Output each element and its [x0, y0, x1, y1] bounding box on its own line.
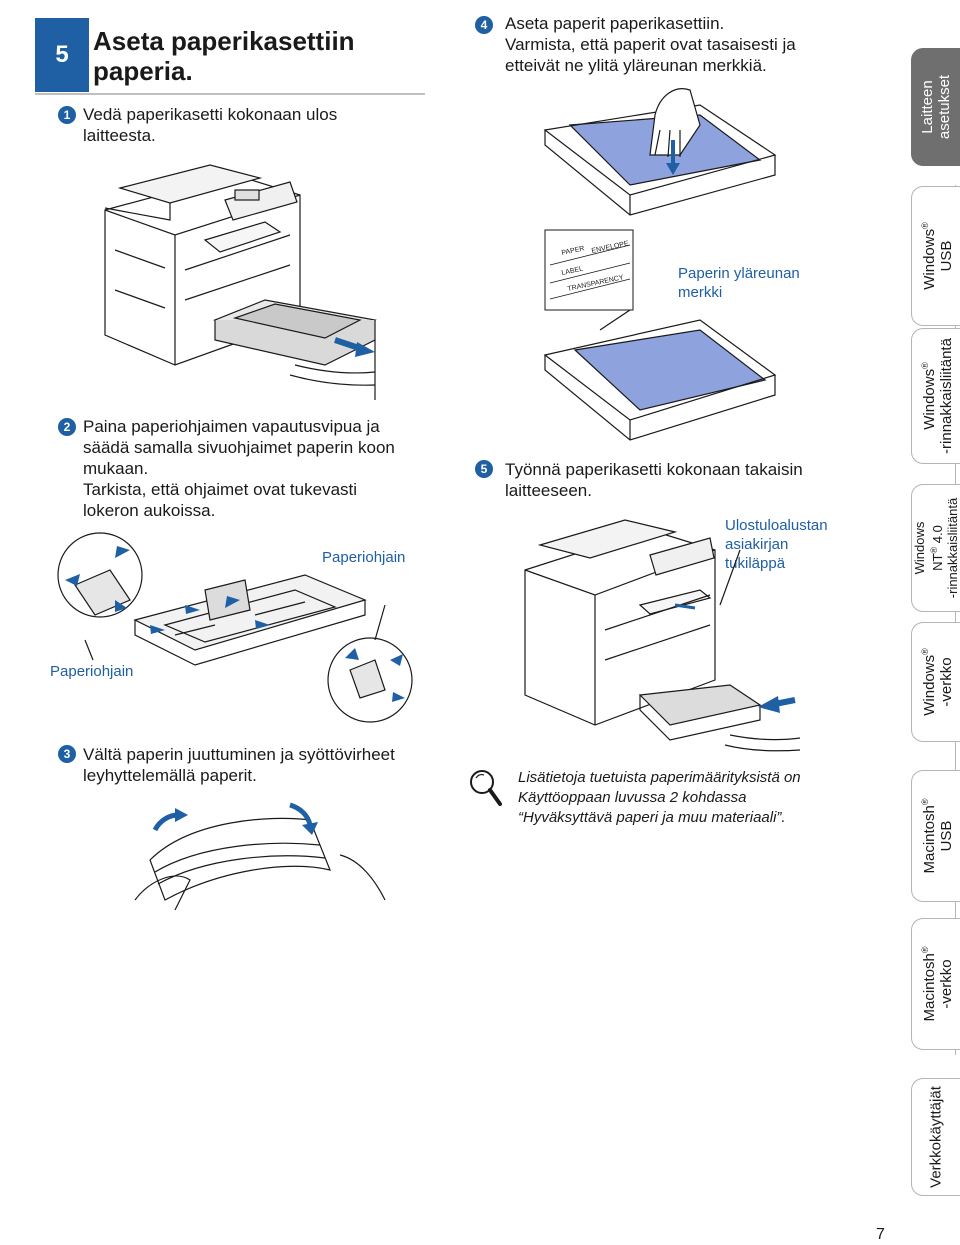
- substep-4-text: Aseta paperit paperikasettiin. Varmista,…: [505, 14, 796, 75]
- substep-5-text: Työnnä paperikasetti kokonaan takaisin l…: [505, 460, 803, 500]
- label-top-mark: Paperin yläreunan merkki: [678, 265, 800, 301]
- step-number-badge: 5: [35, 18, 89, 92]
- tab-macintosh-usb[interactable]: Macintosh® USB: [911, 770, 960, 902]
- filled-tray-illustration: [543, 309, 777, 441]
- substep-4-badge: 4: [475, 16, 493, 34]
- tab-macintosh-network[interactable]: Macintosh® -verkko: [911, 918, 960, 1050]
- label-paper-guide-left: Paperiohjain: [50, 663, 134, 680]
- substep-1-badge: 1: [58, 106, 76, 124]
- label-paper-guide-right: Paperiohjain: [322, 549, 406, 566]
- tray-mark-label: LABEL: [561, 266, 584, 277]
- label-output-support-flap: Ulostuloalustan asiakirjan tukiläppä: [725, 517, 828, 572]
- printer-push-tray-illustration: [524, 519, 801, 752]
- load-paper-illustration: [543, 88, 777, 216]
- tab-windows-network[interactable]: Windows® -verkko: [911, 622, 960, 742]
- substep-1-text: Vedä paperikasetti kokonaan ulos laittee…: [83, 105, 338, 145]
- tray-guides-illustration: [57, 532, 413, 723]
- substep-3-text: Vältä paperin juuttuminen ja syöttövirhe…: [83, 745, 395, 785]
- step-title-line2: paperia.: [93, 56, 193, 86]
- tray-mark-paper: PAPER: [561, 245, 585, 257]
- substep-2-text: Paina paperiohjaimen vapautusvipua ja sä…: [83, 417, 395, 520]
- step-title-line1: Aseta paperikasettiin: [93, 26, 355, 56]
- tab-windows-usb[interactable]: Windows® USB: [911, 186, 960, 326]
- tab-windows-parallel[interactable]: Windows® -rinnakkaisliitäntä: [911, 328, 960, 464]
- printer-pull-tray-illustration: [104, 164, 377, 400]
- tab-network-users[interactable]: Verkkokäyttäjät: [911, 1078, 960, 1196]
- step-number: 5: [55, 41, 69, 68]
- tab-windows-nt-parallel[interactable]: Windows NT® 4.0 -rinnakkaisliitäntä: [911, 484, 960, 612]
- note-text: Lisätietoja tuetuista paperimäärityksist…: [518, 769, 801, 826]
- substep-3-badge: 3: [58, 745, 76, 763]
- magnifier-icon: [470, 770, 502, 806]
- substep-5-badge: 5: [475, 460, 493, 478]
- step-title: Aseta paperikasettiin paperia.: [93, 26, 413, 86]
- page-number: 7: [876, 1226, 885, 1243]
- fan-paper-illustration: [134, 802, 386, 911]
- top-mark-detail-illustration: PAPER ENVELOPE LABEL TRANSPARENCY: [544, 229, 634, 311]
- tab-device-setup[interactable]: Laitteen asetukset: [911, 48, 960, 166]
- tab-rail: [955, 185, 960, 1055]
- substep-2-badge: 2: [58, 418, 76, 436]
- title-divider: [35, 93, 425, 95]
